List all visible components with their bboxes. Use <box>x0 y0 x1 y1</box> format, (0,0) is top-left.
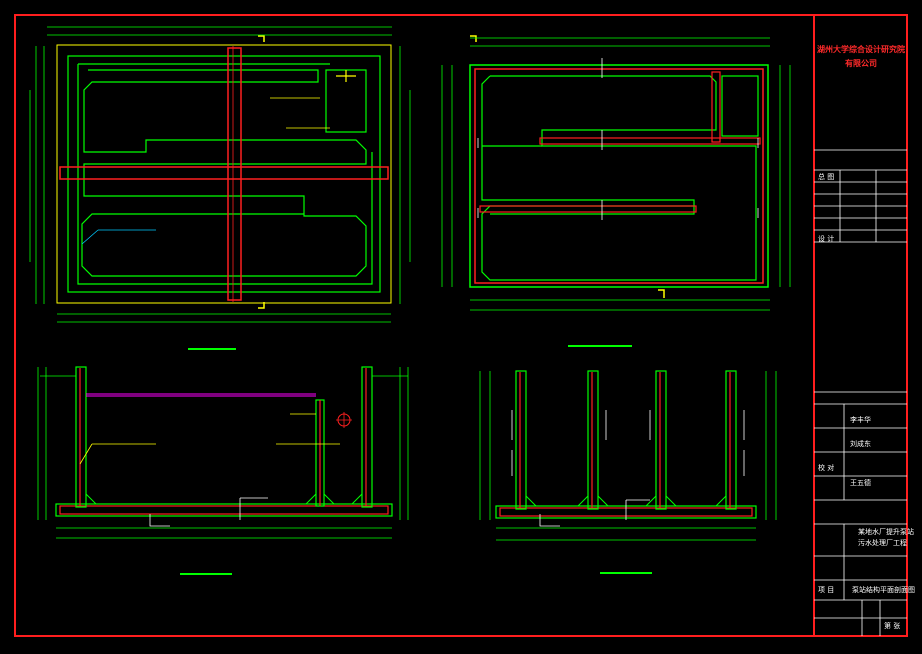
signer-2: 刘成东 <box>850 440 871 448</box>
signer-1: 李丰华 <box>850 416 871 424</box>
section-view-bottom-left <box>37 366 409 575</box>
sheet-border <box>14 14 908 637</box>
company-name-line1: 湖州大学综合设计研究院 <box>817 45 905 54</box>
sheet-number: 第 张 <box>884 622 901 630</box>
section-view-bottom-right <box>479 370 777 574</box>
row-label-design: 设 计 <box>818 235 835 243</box>
drawing-name: 泵站结构平面剖面图 <box>852 586 915 594</box>
plan-view-top-left <box>29 26 411 350</box>
row-label-check: 校 对 <box>818 464 835 472</box>
row-label-general: 总 图 <box>818 173 835 181</box>
plan-view-top-right <box>441 35 791 347</box>
row-label-project: 项 目 <box>818 586 835 594</box>
signer-3: 王五德 <box>850 479 871 487</box>
title-block-grid <box>814 149 907 636</box>
project-name-line2: 污水处理厂工程 <box>858 539 907 547</box>
company-name-line2: 有限公司 <box>845 59 877 68</box>
project-name-line1: 某地水厂提升泵站 <box>858 528 914 536</box>
